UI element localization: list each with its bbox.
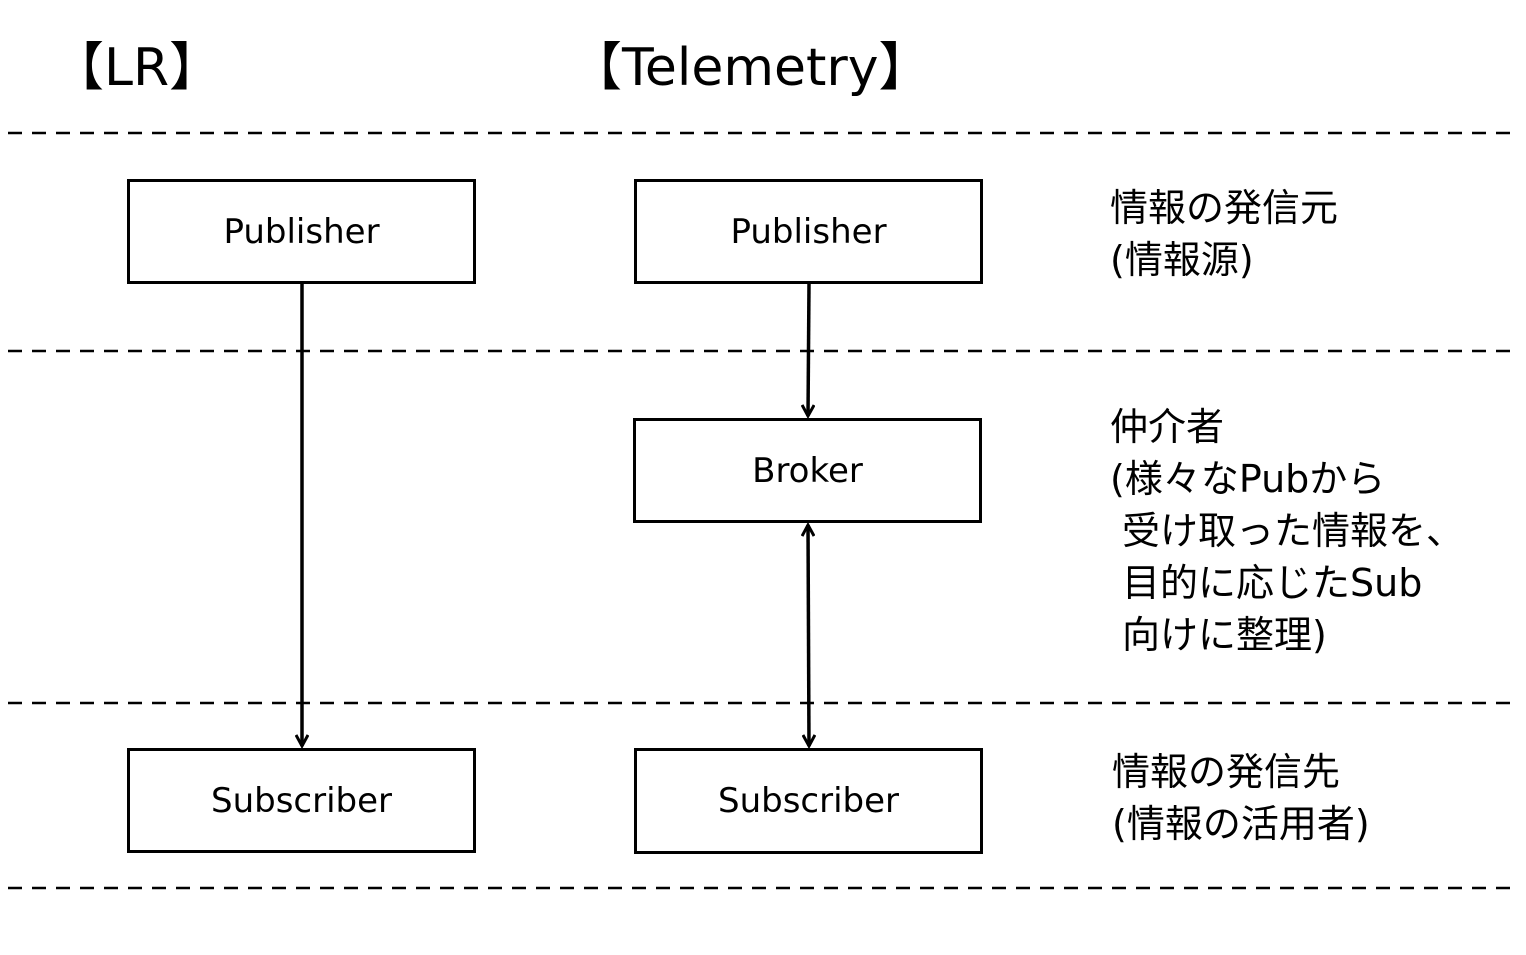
lr-subscriber-label: Subscriber [210,780,393,821]
lr-publisher-box: Publisher [127,179,476,284]
heading-telemetry: 【Telemetry】 [570,38,931,98]
role-target-line: (情報の活用者) [1112,802,1370,846]
telemetry-subscriber-box: Subscriber [634,748,983,854]
role-broker-line: (様々なPubから [1110,457,1386,501]
role-broker-line: 向けに整理) [1122,613,1327,657]
role-source-line: (情報源) [1110,238,1254,282]
role-source-line: 情報の発信元 [1110,186,1339,230]
role-target-line: 情報の発信先 [1112,750,1341,794]
telemetry-publisher-label: Publisher [730,211,887,252]
role-broker-line: 受け取った情報を、 [1122,509,1465,553]
role-broker-line: 目的に応じたSub [1122,561,1423,605]
role-broker-line: 仲介者 [1110,405,1225,449]
telemetry-subscriber-label: Subscriber [717,781,900,821]
role-label-broker: 仲介者 (様々なPubから 受け取った情報を、 目的に応じたSub 向けに整理) [1110,401,1464,661]
telemetry-broker-box: Broker [633,418,982,523]
lr-subscriber-box: Subscriber [127,748,476,853]
lr-publisher-label: Publisher [223,211,380,252]
telemetry-broker-label: Broker [752,450,863,491]
telemetry-broker-subscriber-bidirectional-arrow [808,525,809,746]
telemetry-publisher-to-broker-arrow [808,283,809,416]
role-label-source: 情報の発信元 (情報源) [1110,182,1338,286]
role-label-target: 情報の発信先 (情報の活用者) [1112,746,1370,850]
telemetry-publisher-box: Publisher [634,179,983,284]
heading-lr: 【LR】 [52,38,222,98]
